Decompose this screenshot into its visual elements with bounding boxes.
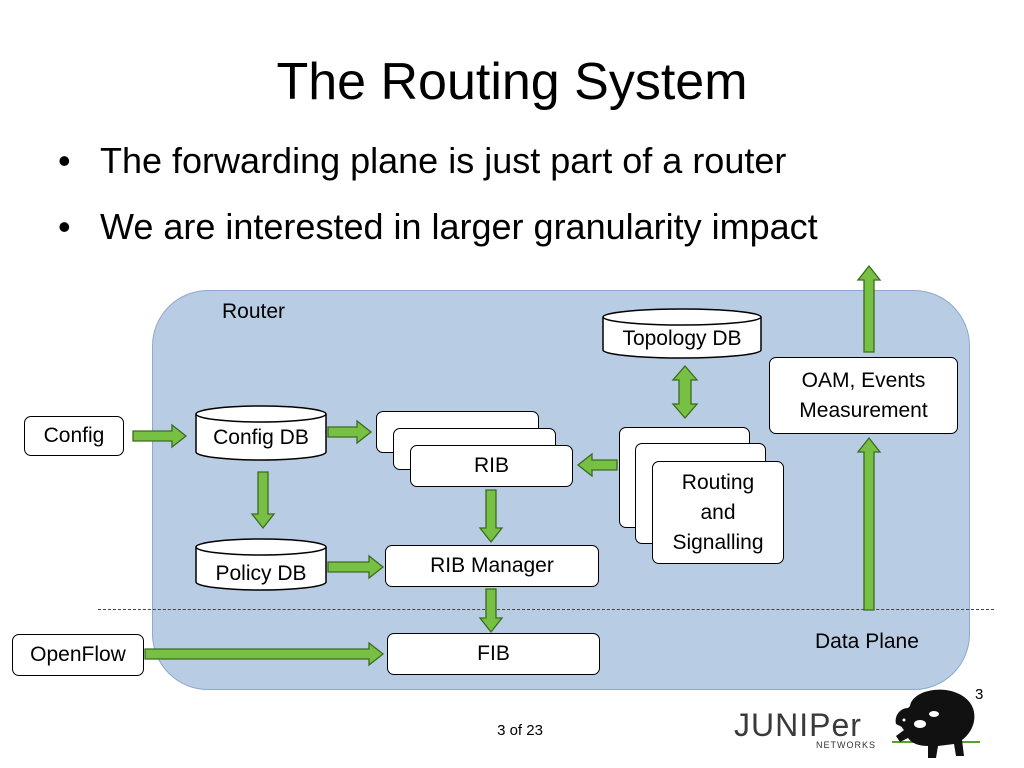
rib-box: RIB <box>410 445 573 487</box>
juniper-logo: JUNIPer NETWORKS <box>734 708 880 752</box>
topology-db-label: Topology DB <box>622 327 742 350</box>
router-region <box>152 290 970 690</box>
oam-box: OAM, Events Measurement <box>769 357 958 434</box>
bullet-item: •The forwarding plane is just part of a … <box>58 138 818 184</box>
routing-line-1: Routing <box>681 470 755 494</box>
policy-db-label: Policy DB <box>215 562 307 585</box>
openflow-box: OpenFlow <box>12 634 144 676</box>
slide-title: The Routing System <box>276 53 748 111</box>
routing-line-2: and <box>700 500 736 524</box>
config-db-label: Config DB <box>213 426 309 449</box>
oam-line-1: OAM, Events <box>801 368 926 392</box>
config-box: Config <box>24 416 124 456</box>
page-number: 3 <box>975 686 984 703</box>
slide-footer: 3 of 23 <box>497 722 543 739</box>
fib-box: FIB <box>387 633 600 675</box>
routing-signalling-box: Routing and Signalling <box>652 461 784 564</box>
bullet-dot-icon: • <box>58 140 71 181</box>
rib-manager-box: RIB Manager <box>385 545 599 587</box>
routing-line-3: Signalling <box>672 530 764 554</box>
data-plane-label: Data Plane <box>815 630 919 653</box>
bullet-item: •We are interested in larger granularity… <box>58 204 818 250</box>
bullet-dot-icon: • <box>58 206 71 247</box>
bullet-list: •The forwarding plane is just part of a … <box>58 138 818 270</box>
logo-wordmark: JUNIPer <box>734 707 862 743</box>
oam-line-2: Measurement <box>799 398 928 422</box>
data-plane-divider <box>98 609 994 610</box>
logo-subtext: NETWORKS <box>815 740 876 750</box>
dog-mascot-icon <box>892 689 980 758</box>
router-label: Router <box>222 300 286 323</box>
